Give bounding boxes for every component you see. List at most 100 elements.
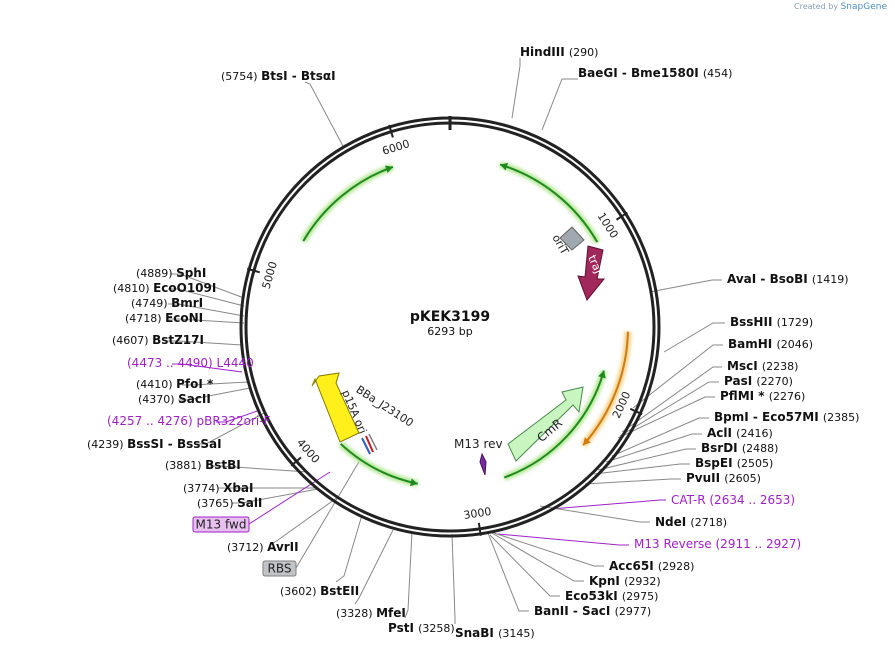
- site-btsi-bts-i[interactable]: (5754) BtsI - BtsαI: [221, 69, 336, 83]
- site-name: HindIII: [520, 45, 569, 59]
- site-sphi[interactable]: (4889) SphI: [136, 266, 206, 280]
- site-ecoo109i[interactable]: (4810) EcoO109I: [113, 281, 216, 295]
- feature-oriT[interactable]: oriT: [549, 226, 585, 257]
- orf-arc-3-head: [583, 437, 591, 446]
- site-avrii[interactable]: (3712) AvrII: [227, 540, 299, 554]
- svg-text:(5754) BtsI - BtsαI: (5754) BtsI - BtsαI: [221, 69, 336, 83]
- site-name: NdeI: [655, 515, 690, 529]
- site-xbai[interactable]: (3774) XbaI: [183, 481, 253, 495]
- primer-range: (2911 .. 2927): [716, 537, 802, 551]
- site-ndei[interactable]: NdeI (2718): [655, 515, 727, 529]
- feature-M13-rev[interactable]: M13 rev: [454, 437, 503, 476]
- orf-arc-5: [300, 163, 395, 243]
- svg-text:(4410) PfoI *: (4410) PfoI *: [136, 377, 214, 391]
- site-bsrdi[interactable]: BsrDI (2488): [701, 441, 778, 455]
- leader-bpmi-eco57mi: [611, 417, 709, 457]
- leader-banii-saci: [487, 532, 529, 612]
- site-name: EcoNI: [165, 311, 203, 325]
- site-pasi[interactable]: PasI (2270): [724, 374, 793, 388]
- site-sacii[interactable]: (4370) SacII: [138, 392, 211, 406]
- site-econi[interactable]: (4718) EcoNI: [125, 311, 203, 325]
- site-bamhi[interactable]: BamHI (2046): [728, 337, 813, 351]
- primer-name: M13 Reverse: [634, 537, 716, 551]
- svg-text:BspEI (2505): BspEI (2505): [695, 456, 773, 470]
- boxed-label-rbs[interactable]: RBS: [262, 560, 297, 577]
- svg-text:(4810) EcoO109I: (4810) EcoO109I: [113, 281, 216, 295]
- svg-text:NdeI (2718): NdeI (2718): [655, 515, 727, 529]
- site-pflmi[interactable]: PflMI * (2276): [720, 389, 805, 403]
- site-bmri[interactable]: (4749) BmrI: [131, 296, 203, 310]
- leader-sacii: [178, 387, 251, 401]
- site-mfei[interactable]: (3328) MfeI: [336, 606, 406, 620]
- plasmid-name: pKEK3199: [410, 309, 490, 325]
- boxed-label-m13-fwd[interactable]: M13 fwd: [192, 516, 250, 533]
- site-name: PasI: [724, 374, 756, 388]
- site-baegi-bme1580i[interactable]: BaeGI - Bme1580I (454): [578, 66, 732, 80]
- tick-label-5000: 5000: [260, 260, 280, 291]
- svg-text:BpmI - Eco57MI (2385): BpmI - Eco57MI (2385): [714, 410, 859, 424]
- site-position: (4239): [87, 438, 127, 451]
- feature-CmR[interactable]: CmR: [507, 386, 584, 462]
- svg-text:BanII - SacI (2977): BanII - SacI (2977): [534, 604, 651, 618]
- primer-l4440[interactable]: (4473 .. 4490) L4440: [127, 356, 254, 370]
- site-bsssi-bsssai[interactable]: (4239) BssSI - BssSaI: [87, 437, 222, 451]
- site-bsshii[interactable]: BssHII (1729): [730, 315, 813, 329]
- svg-text:AvaI - BsoBI (1419): AvaI - BsoBI (1419): [727, 272, 848, 286]
- site-position: (2416): [736, 427, 773, 440]
- primer-pbr322ori-f[interactable]: (4257 .. 4276) pBR322ori-F: [107, 414, 271, 428]
- site-hindiii[interactable]: HindIII (290): [520, 45, 598, 59]
- site-name: Eco53kI: [565, 589, 622, 603]
- traJ-arrow: [577, 245, 606, 301]
- M13-rev-label: M13 rev: [454, 437, 503, 451]
- site-pfoi[interactable]: (4410) PfoI *: [136, 377, 214, 391]
- site-name: MscI: [727, 359, 762, 373]
- site-bstbi[interactable]: (3881) BstBI: [165, 458, 241, 472]
- site-name: BaeGI - Bme1580I: [578, 66, 703, 80]
- site-position: (4718): [125, 312, 165, 325]
- svg-text:(3765) SalI: (3765) SalI: [197, 496, 262, 510]
- site-pvuii[interactable]: PvuII (2605): [686, 471, 761, 485]
- svg-text:MscI (2238): MscI (2238): [727, 359, 798, 373]
- site-position: (2238): [762, 360, 799, 373]
- leader-avrii: [269, 496, 339, 546]
- tick-1000: [615, 211, 628, 221]
- plasmid-size: 6293 bp: [427, 325, 472, 338]
- feature-traJ[interactable]: traJ: [577, 245, 606, 301]
- site-acc65i[interactable]: Acc65I (2928): [609, 559, 694, 573]
- site-position: (4607): [112, 334, 152, 347]
- site-position: (4370): [138, 393, 178, 406]
- leader-bsrdi: [597, 448, 696, 471]
- leader-bamhi: [632, 344, 723, 409]
- leader-pvuii: [584, 478, 681, 485]
- site-acli[interactable]: AclI (2416): [707, 426, 773, 440]
- svg-text:AclI (2416): AclI (2416): [707, 426, 773, 440]
- primer-m13-reverse[interactable]: M13 Reverse (2911 .. 2927): [634, 537, 801, 551]
- site-name: XbaI: [223, 481, 253, 495]
- tick-label-3000: 3000: [463, 505, 493, 522]
- site-eco53ki[interactable]: Eco53kI (2975): [565, 589, 658, 603]
- svg-text:(4607) BstZ17I: (4607) BstZ17I: [112, 333, 204, 347]
- CmR-arrow: [507, 386, 584, 462]
- svg-text:(3712) AvrII: (3712) AvrII: [227, 540, 299, 554]
- leader-avai-bsobi: [649, 279, 722, 293]
- site-bstz17i[interactable]: (4607) BstZ17I: [112, 333, 204, 347]
- leader-pfoi: [182, 381, 249, 386]
- site-bpmi-eco57mi[interactable]: BpmI - Eco57MI (2385): [714, 410, 859, 424]
- site-bspei[interactable]: BspEI (2505): [695, 456, 773, 470]
- site-name: EcoO109I: [153, 281, 216, 295]
- site-snabi[interactable]: SnaBI (3145): [455, 626, 535, 640]
- site-psti[interactable]: PstI (3258): [388, 621, 455, 635]
- site-sali[interactable]: (3765) SalI: [197, 496, 262, 510]
- svg-text:(3328) MfeI: (3328) MfeI: [336, 606, 406, 620]
- site-avai-bsobi[interactable]: AvaI - BsoBI (1419): [727, 272, 848, 286]
- site-position: (2276): [769, 390, 806, 403]
- site-bsteii[interactable]: (3602) BstEII: [280, 584, 359, 598]
- svg-text:HindIII (290): HindIII (290): [520, 45, 598, 59]
- site-position: (2718): [690, 516, 727, 529]
- site-banii-saci[interactable]: BanII - SacI (2977): [534, 604, 651, 618]
- leader-kpni: [491, 532, 584, 582]
- plasmid-center-title: pKEK3199 6293 bp: [410, 309, 490, 338]
- site-kpni[interactable]: KpnI (2932): [589, 574, 661, 588]
- site-msci[interactable]: MscI (2238): [727, 359, 798, 373]
- primer-cat-r[interactable]: CAT-R (2634 .. 2653): [671, 493, 795, 507]
